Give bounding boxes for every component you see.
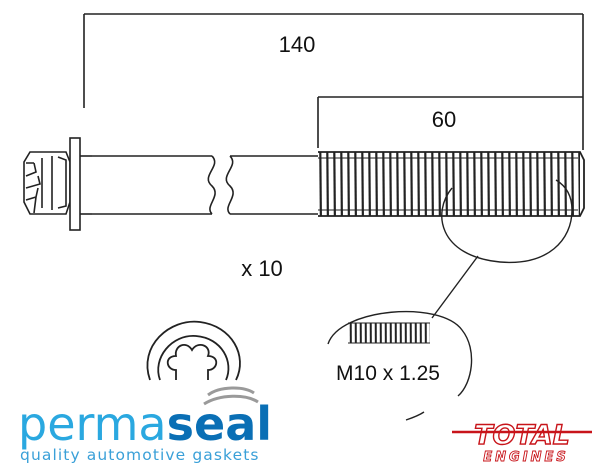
overall-length-dimension — [83, 13, 584, 150]
callout-leader — [431, 255, 479, 319]
thread-detail-marker — [441, 179, 573, 264]
thread-spec-callout — [327, 310, 473, 421]
quantity-label: x 10 — [241, 256, 283, 281]
permaseal-logo: permaseal quality automotive gaskets — [18, 386, 272, 464]
thread-length-label: 60 — [432, 107, 456, 132]
total-engines-logo: TOTAL ENGINES — [452, 419, 592, 465]
brand-name-light: perma — [18, 397, 167, 451]
thread-length-dimension — [317, 96, 583, 148]
brand-name-bold: seal — [167, 397, 272, 451]
bolt-thread — [318, 151, 585, 217]
bolt-head — [23, 137, 92, 231]
brand-tagline: quality automotive gaskets — [20, 446, 260, 464]
bolt-shank — [92, 155, 318, 215]
partner-name-top: TOTAL — [474, 420, 570, 451]
thread-spec-label: M10 x 1.25 — [336, 362, 440, 385]
torx-socket-icon — [146, 320, 241, 381]
partner-name-bottom: ENGINES — [483, 450, 568, 465]
svg-text:permaseal: permaseal — [18, 397, 272, 451]
overall-length-label: 140 — [279, 32, 316, 57]
swoosh-icon — [203, 386, 259, 406]
